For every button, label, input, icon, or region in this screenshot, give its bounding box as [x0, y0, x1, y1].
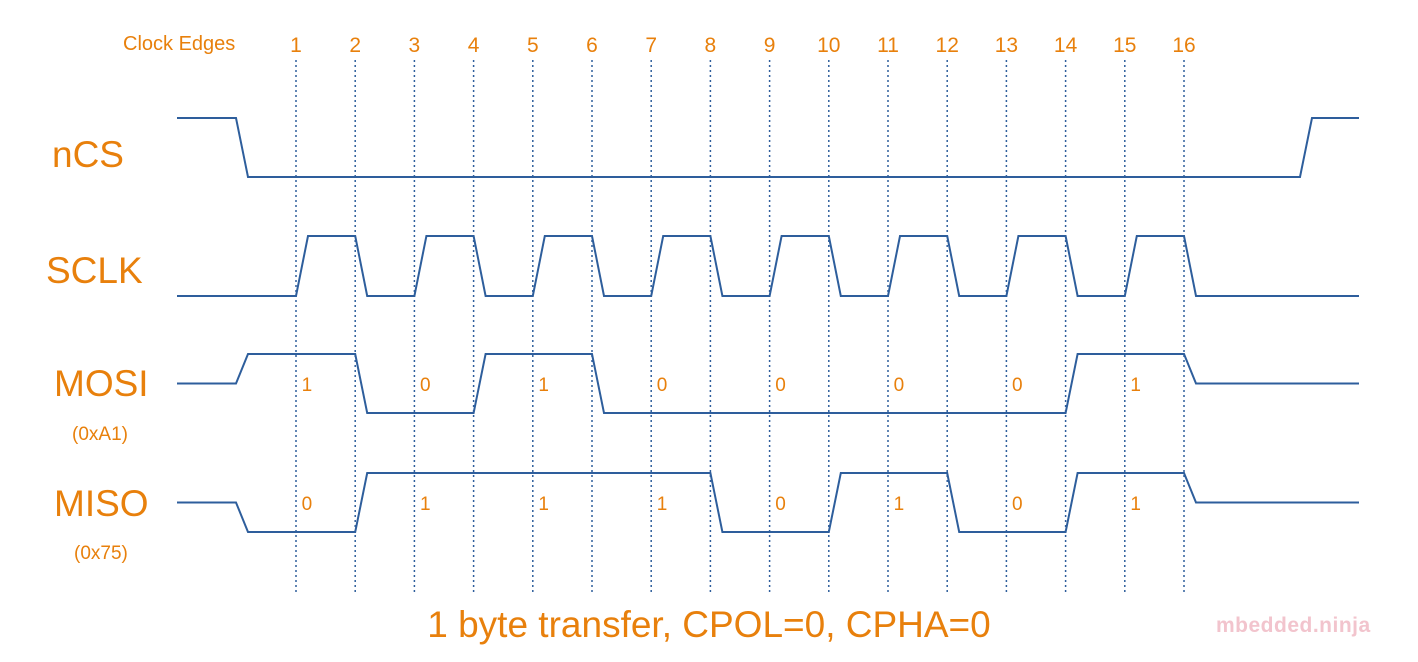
clock-edge-number: 14 [1054, 34, 1078, 57]
bit-label: 1 [1130, 494, 1141, 515]
ncs-waveform [177, 117, 1359, 178]
bit-label: 0 [775, 494, 786, 515]
clock-edge-number: 5 [527, 34, 539, 57]
miso-value-label: (0x75) [74, 543, 128, 564]
miso-waveform [177, 472, 1359, 533]
bit-label: 0 [657, 375, 668, 396]
clock-edge-number: 6 [586, 34, 598, 57]
mosi-label: MOSI [54, 363, 149, 404]
clock-edge-number: 12 [936, 34, 959, 57]
bit-label: 0 [775, 375, 786, 396]
clock-edges-title: Clock Edges [123, 33, 235, 55]
miso-label: MISO [54, 483, 149, 524]
clock-edge-number: 1 [290, 34, 302, 57]
bit-label: 0 [1012, 494, 1023, 515]
bit-label: 0 [1012, 375, 1023, 396]
sclk-waveform [177, 235, 1359, 297]
clock-edge-number: 9 [764, 34, 776, 57]
clock-edge-guides [295, 60, 1185, 592]
clock-edge-number: 8 [705, 34, 717, 57]
clock-edge-number: 11 [877, 34, 899, 57]
ncs-label: nCS [52, 134, 124, 175]
bit-label: 1 [894, 494, 905, 515]
clock-edge-number: 3 [409, 34, 421, 57]
clock-edge-number: 2 [349, 34, 361, 57]
bit-label: 1 [1130, 375, 1141, 396]
diagram-caption: 1 byte transfer, CPOL=0, CPHA=0 [427, 604, 991, 645]
bit-label: 1 [538, 494, 549, 515]
clock-edge-number: 13 [995, 34, 1018, 57]
mosi-bit-labels: 1 0 1 0 0 0 0 1 [302, 375, 1141, 396]
bit-label: 1 [657, 494, 668, 515]
clock-edge-number: 10 [817, 34, 840, 57]
miso-bit-labels: 0 1 1 1 0 1 0 1 [302, 494, 1141, 515]
mosi-value-label: (0xA1) [72, 424, 128, 445]
bit-label: 1 [420, 494, 431, 515]
clock-edge-number: 15 [1113, 34, 1136, 57]
sclk-label: SCLK [46, 250, 143, 291]
clock-edge-number: 7 [645, 34, 657, 57]
watermark-logo: mbedded.ninja [1216, 614, 1371, 637]
bit-label: 1 [538, 375, 549, 396]
bit-label: 0 [302, 494, 313, 515]
clock-edge-number: 16 [1172, 34, 1195, 57]
bit-label: 1 [302, 375, 313, 396]
bit-label: 0 [420, 375, 431, 396]
mosi-waveform [177, 353, 1359, 414]
clock-edge-number: 4 [468, 34, 480, 57]
bit-label: 0 [894, 375, 905, 396]
